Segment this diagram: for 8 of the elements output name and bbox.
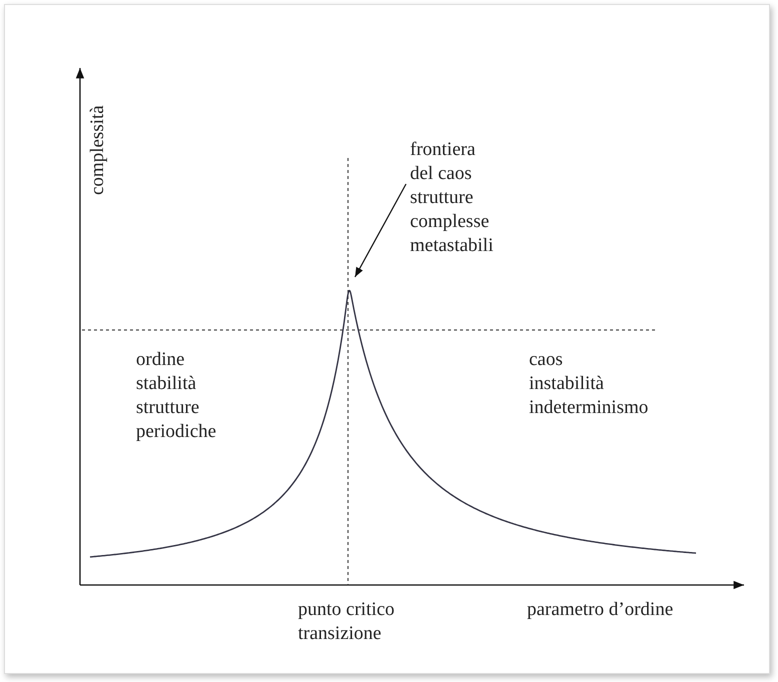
region-label: ordine stabilità strutture periodiche bbox=[136, 348, 216, 444]
complexity-curve bbox=[90, 290, 696, 558]
axis-title: complessità bbox=[86, 104, 109, 195]
annotation-text: frontiera del caos strutture complesse metastabili bbox=[410, 138, 496, 258]
arrow bbox=[354, 184, 407, 278]
axis-title: parametro d’ordine bbox=[527, 598, 674, 622]
axis-label: punto critico transizione bbox=[298, 598, 396, 646]
region-label: caos instabilità indeterminismo bbox=[529, 348, 648, 420]
